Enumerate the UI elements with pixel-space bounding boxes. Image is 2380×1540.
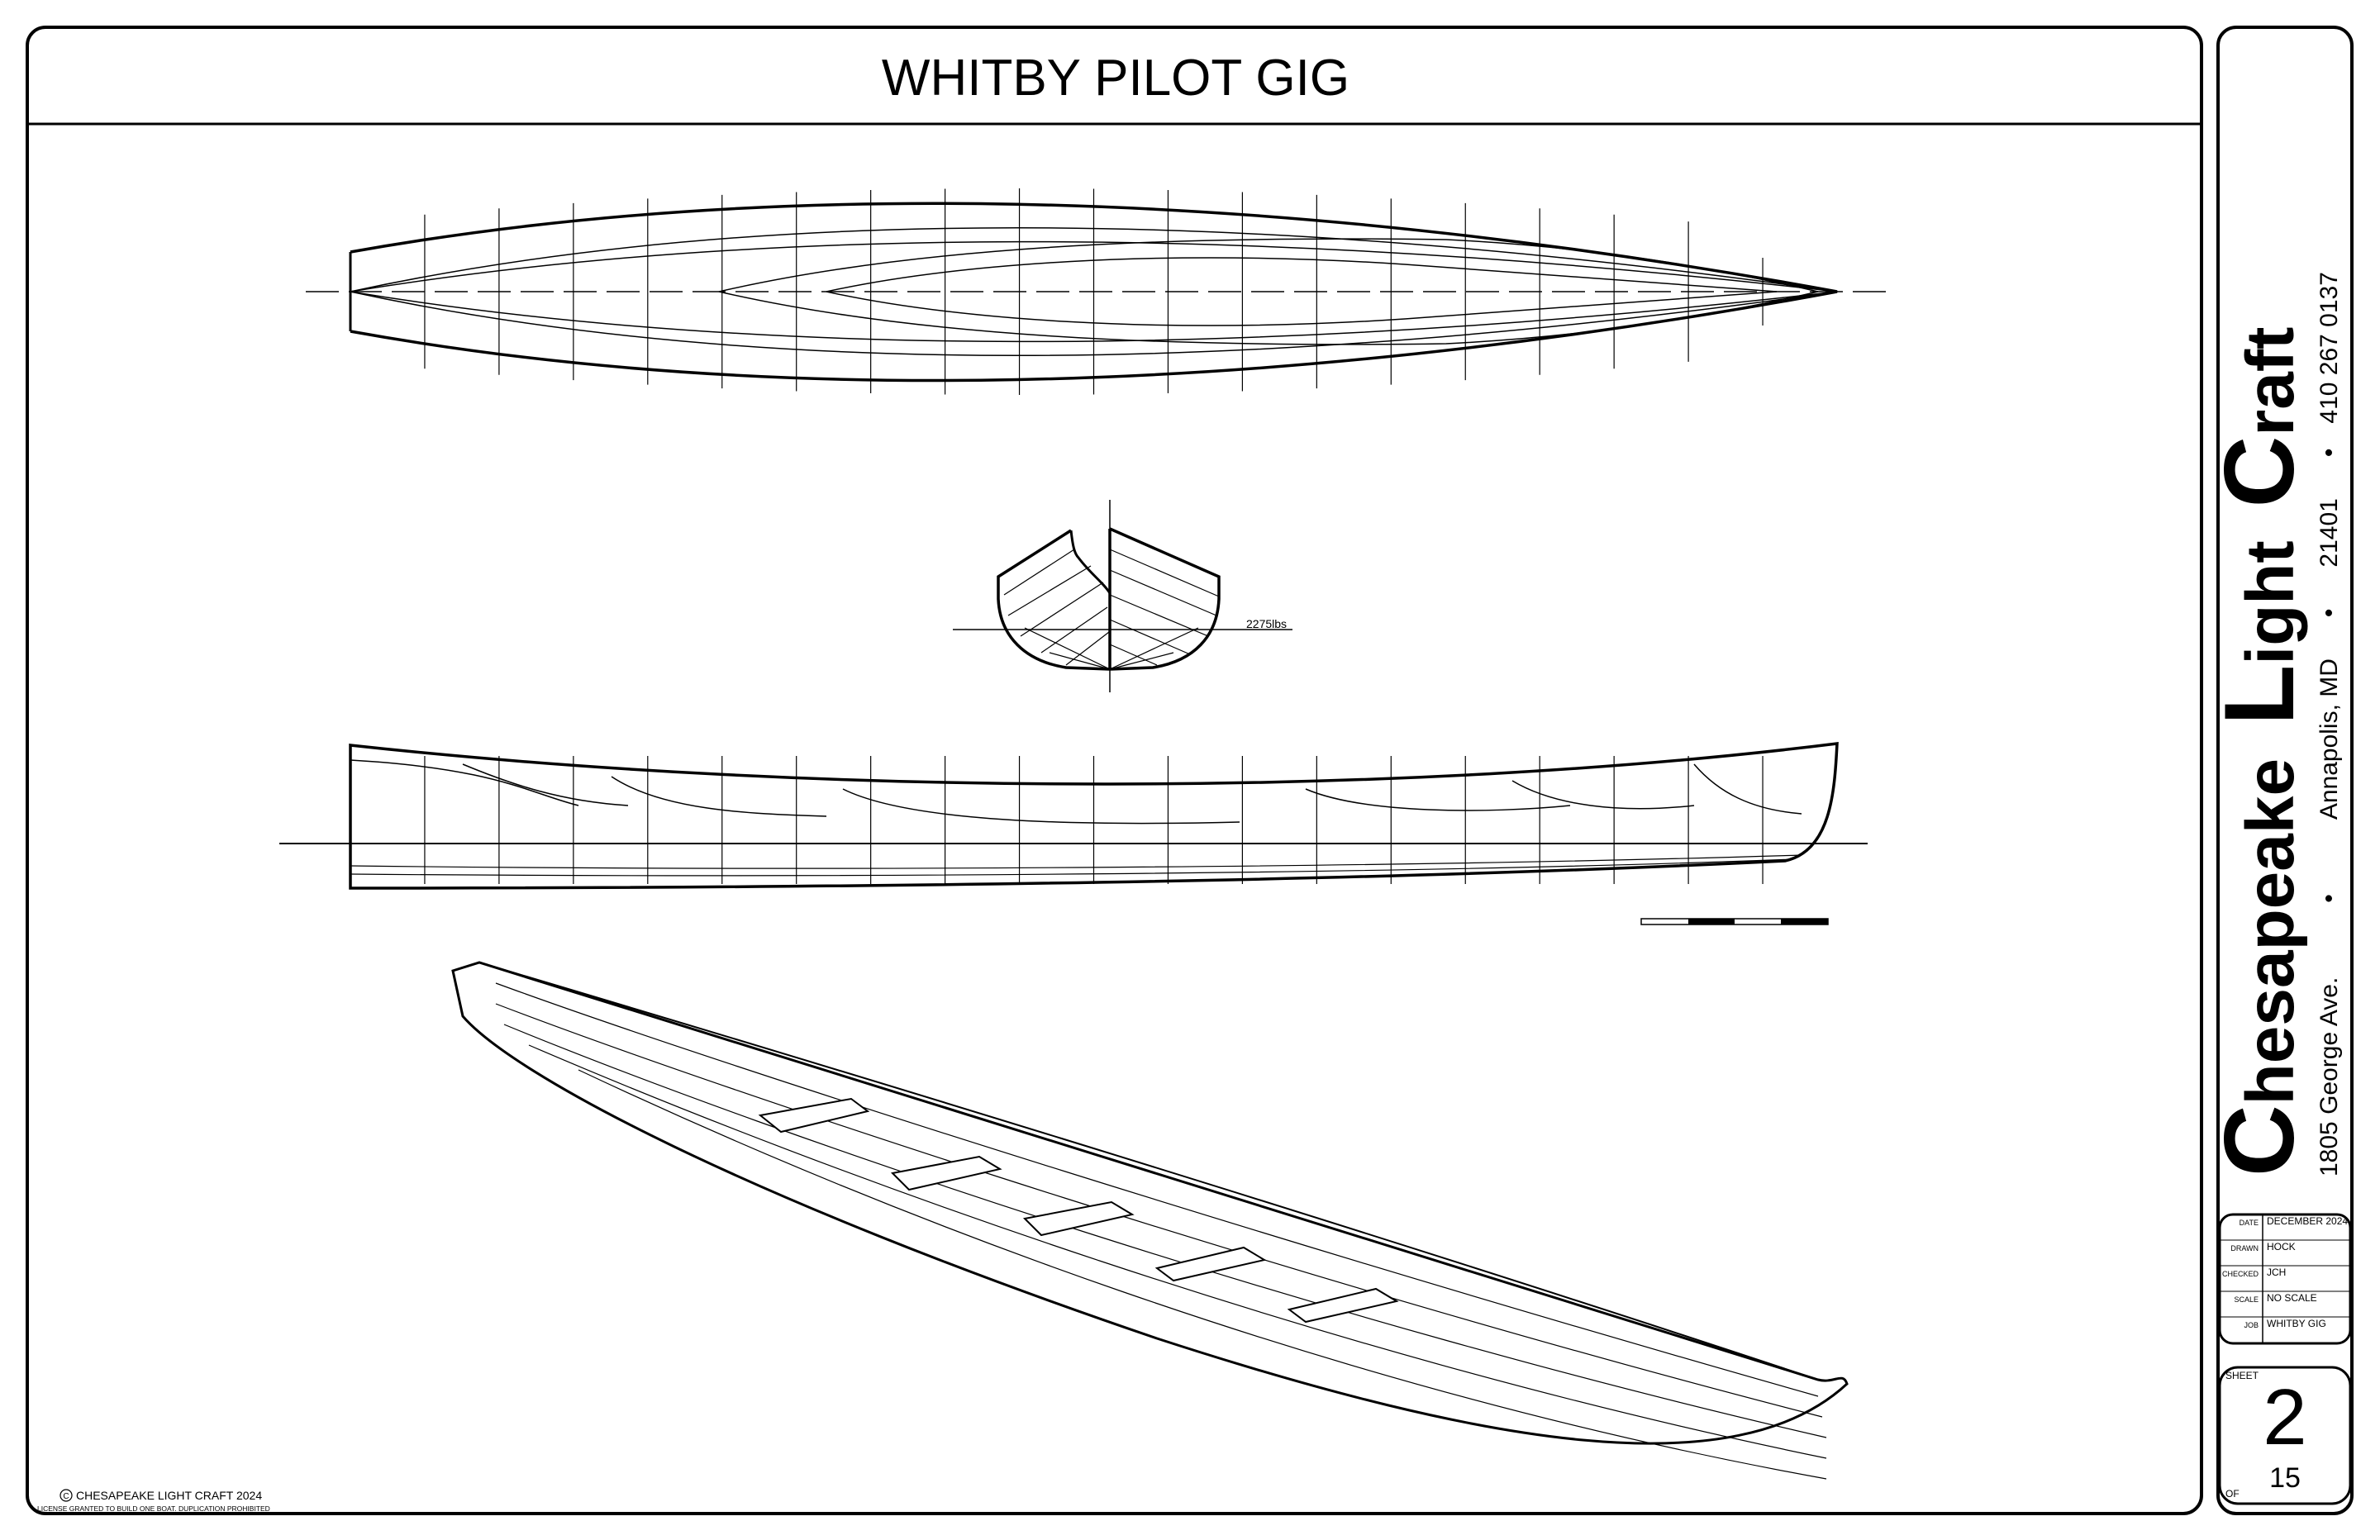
sheet-total: 15	[2269, 1462, 2301, 1494]
copyright-text: CHESAPEAKE LIGHT CRAFT 2024	[76, 1489, 262, 1502]
svg-text:ChesapeakeLightCraft: ChesapeakeLightCraft	[2204, 327, 2315, 1177]
svg-text:1805 George Ave.•Annapolis, MD: 1805 George Ave.•Annapolis, MD•21401•410…	[2316, 272, 2343, 1176]
page-title: WHITBY PILOT GIG	[882, 50, 1349, 107]
body-plan: 2275lbs	[953, 500, 1292, 692]
drawn-value: HOCK	[2267, 1241, 2296, 1252]
title-block: DATE DRAWN CHECKED SCALE JOB DECEMBER 20…	[2218, 1213, 2352, 1345]
checked-label: CHECKED	[2222, 1270, 2259, 1278]
plan-view	[306, 188, 1888, 395]
copyright-symbol: C	[63, 1492, 69, 1501]
job-value: WHITBY GIG	[2267, 1318, 2326, 1329]
perspective-view	[451, 961, 1849, 1480]
drawn-label: DRAWN	[2230, 1244, 2259, 1252]
scale-label: SCALE	[2234, 1295, 2259, 1304]
date-label: DATE	[2240, 1219, 2259, 1227]
company-name: ChesapeakeLightCraft	[2204, 327, 2315, 1177]
sheet-label: SHEET	[2225, 1370, 2259, 1381]
checked-value: JCH	[2267, 1267, 2286, 1278]
date-value: DECEMBER 2024	[2267, 1215, 2348, 1227]
main-frame	[26, 26, 2203, 1515]
license-text: LICENSE GRANTED TO BUILD ONE BOAT. DUPLI…	[37, 1504, 270, 1513]
job-label: JOB	[2244, 1321, 2259, 1329]
company-address: 1805 George Ave.•Annapolis, MD•21401•410…	[2316, 272, 2343, 1176]
displacement-label: 2275lbs	[1246, 617, 1287, 630]
scale-value: NO SCALE	[2267, 1292, 2317, 1304]
sheet-of-label: OF	[2225, 1488, 2240, 1500]
profile-view	[279, 742, 1868, 890]
sheet-box: SHEET 2 OF 15	[2218, 1366, 2352, 1505]
title-panel	[2216, 26, 2354, 1515]
sheet-number: 2	[2263, 1373, 2306, 1462]
copyright: C CHESAPEAKE LIGHT CRAFT 2024 LICENSE GR…	[37, 1489, 270, 1513]
scale-bar	[1640, 918, 1829, 925]
